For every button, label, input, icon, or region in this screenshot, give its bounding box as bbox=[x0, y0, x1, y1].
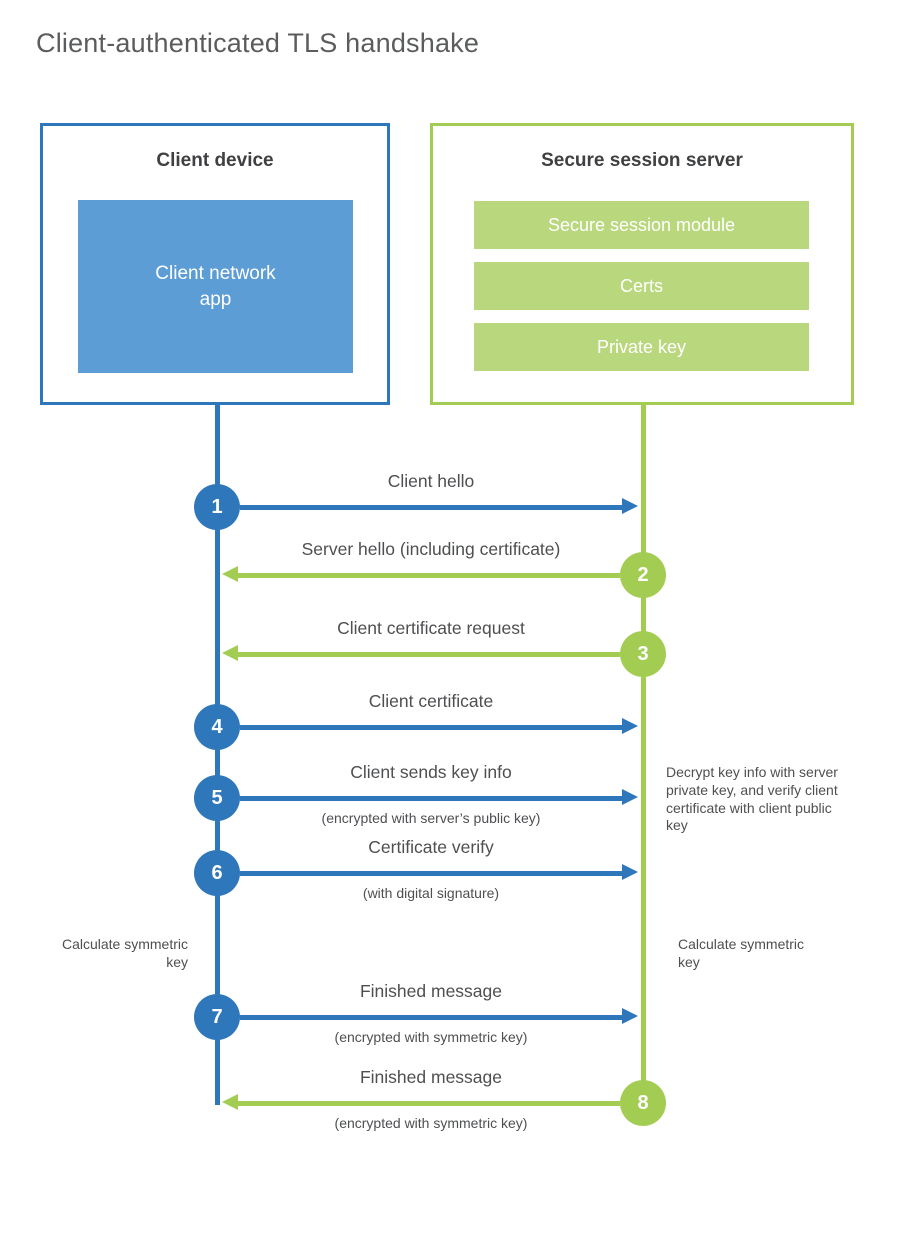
arrow-right-icon bbox=[622, 718, 638, 734]
client-device-box: Client device Client network app bbox=[40, 123, 390, 405]
step-number-badge: 3 bbox=[620, 631, 666, 677]
arrow-line bbox=[240, 505, 622, 510]
step-sublabel: (encrypted with symmetric key) bbox=[334, 1115, 528, 1131]
step-number-badge: 8 bbox=[620, 1080, 666, 1126]
step-number-badge: 5 bbox=[194, 775, 240, 821]
step-label: Finished message bbox=[359, 981, 503, 1001]
server-module-private-key: Private key bbox=[474, 323, 809, 371]
step-label: Client sends key info bbox=[350, 762, 512, 782]
server-module-certs: Certs bbox=[474, 262, 809, 310]
arrow-left-icon bbox=[222, 645, 238, 661]
server-lifeline bbox=[641, 405, 646, 1105]
note-calculate-symmetric-key-server: Calculate symmetric key bbox=[678, 936, 805, 970]
step-label: Finished message bbox=[359, 1067, 503, 1087]
arrow-line bbox=[238, 652, 620, 657]
step-number-badge: 6 bbox=[194, 850, 240, 896]
arrow-right-icon bbox=[622, 864, 638, 880]
arrow-right-icon bbox=[622, 498, 638, 514]
step-label: Client certificate bbox=[368, 691, 494, 711]
page-title: Client-authenticated TLS handshake bbox=[36, 28, 480, 58]
step-label: Certificate verify bbox=[368, 837, 494, 857]
arrow-line bbox=[240, 796, 622, 801]
arrow-line bbox=[238, 1101, 620, 1106]
step-number-badge: 4 bbox=[194, 704, 240, 750]
step-sublabel: (with digital signature) bbox=[362, 885, 500, 901]
step-number-badge: 7 bbox=[194, 994, 240, 1040]
step-number-badge: 2 bbox=[620, 552, 666, 598]
server-module-secure-session: Secure session module bbox=[474, 201, 809, 249]
arrow-line bbox=[240, 725, 622, 730]
client-network-app-box: Client network app bbox=[78, 200, 353, 373]
arrow-line bbox=[240, 1015, 622, 1020]
arrow-left-icon bbox=[222, 566, 238, 582]
client-lifeline bbox=[215, 405, 220, 1105]
step-label: Client hello bbox=[387, 471, 475, 491]
step-label: Server hello (including certificate) bbox=[301, 539, 561, 559]
arrow-left-icon bbox=[222, 1094, 238, 1110]
arrow-line bbox=[240, 871, 622, 876]
arrow-right-icon bbox=[622, 1008, 638, 1024]
server-box: Secure session server Secure session mod… bbox=[430, 123, 854, 405]
step-label: Client certificate request bbox=[337, 618, 525, 638]
step-sublabel: (encrypted with server’s public key) bbox=[321, 810, 541, 826]
arrow-right-icon bbox=[622, 789, 638, 805]
client-device-title: Client device bbox=[156, 150, 274, 171]
note-decrypt-key-info: Decrypt key info with server private key… bbox=[666, 764, 838, 834]
arrow-line bbox=[238, 573, 620, 578]
note-calculate-symmetric-key-client: Calculate symmetric key bbox=[61, 936, 188, 970]
server-title: Secure session server bbox=[541, 150, 743, 171]
client-network-app-label: Client network app bbox=[155, 262, 276, 310]
step-sublabel: (encrypted with symmetric key) bbox=[334, 1029, 528, 1045]
step-number-badge: 1 bbox=[194, 484, 240, 530]
